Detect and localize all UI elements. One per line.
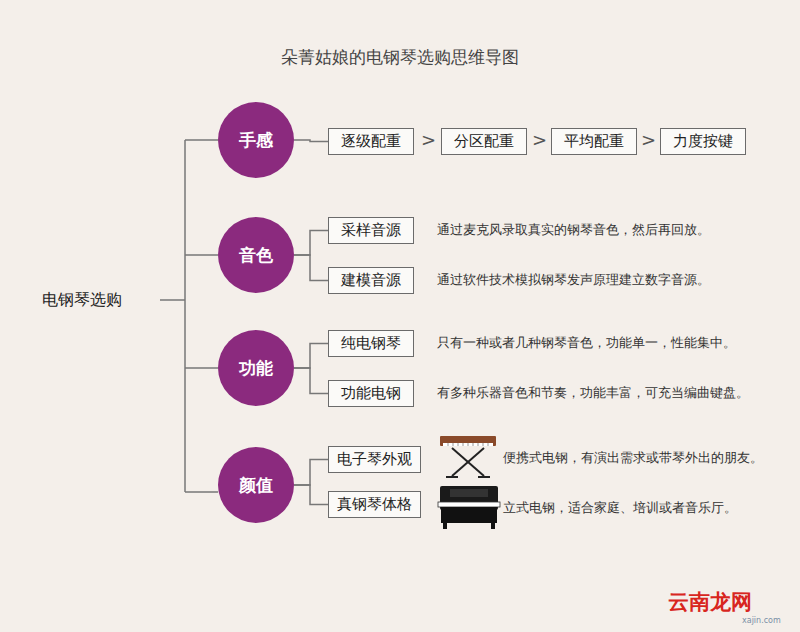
description-note: 通过麦克风录取真实的钢琴音色，然后再回放。 — [437, 222, 710, 239]
node-text: 逐级配重 — [341, 132, 401, 151]
node-text: 颜值 — [239, 474, 273, 497]
node-text: 纯电钢琴 — [341, 334, 401, 353]
watermark: xajin.com — [742, 616, 781, 625]
description-note: 有多种乐器音色和节奏，功能丰富，可充当编曲键盘。 — [437, 385, 749, 402]
node-text: 功能电钢 — [341, 384, 401, 403]
upright-piano-icon — [438, 486, 500, 529]
option-box: 力度按键 — [660, 128, 746, 155]
node-text: 力度按键 — [673, 132, 733, 151]
node-text: 平均配重 — [564, 132, 624, 151]
diagram-title: 朵菁姑娘的电钢琴选购思维导图 — [0, 46, 800, 69]
branch-connector — [294, 231, 328, 256]
option-box: 电子琴外观 — [328, 446, 421, 473]
description-note: 便携式电钢，有演出需求或带琴外出的朋友。 — [503, 450, 763, 467]
description-note: 通过软件技术模拟钢琴发声原理建立数字音源。 — [437, 272, 710, 289]
node-text: 电子琴外观 — [337, 450, 412, 469]
option-box: 纯电钢琴 — [328, 330, 414, 357]
order-symbol: > — [641, 129, 656, 150]
node-text: 音色 — [239, 244, 273, 267]
order-symbol: > — [532, 129, 547, 150]
branch-connector — [294, 255, 328, 281]
option-box: 分区配重 — [441, 128, 527, 155]
option-box: 逐级配重 — [328, 128, 414, 155]
node-text: 手感 — [239, 129, 273, 152]
watermark: 云南龙网 — [668, 588, 752, 616]
node-text: 真钢琴体格 — [337, 495, 412, 514]
option-box: 平均配重 — [551, 128, 637, 155]
order-symbol: > — [421, 129, 436, 150]
description-note: 只有一种或者几种钢琴音色，功能单一，性能集中。 — [437, 335, 736, 352]
description-note: 立式电钢，适合家庭、培训或者音乐厅。 — [503, 500, 737, 517]
node-text: 采样音源 — [341, 221, 401, 240]
option-box: 真钢琴体格 — [328, 491, 421, 518]
node-text: 功能 — [239, 357, 273, 380]
branch-connector — [294, 344, 328, 369]
option-box: 功能电钢 — [328, 380, 414, 407]
root-label: 电钢琴选购 — [42, 290, 122, 311]
topic-circle: 音色 — [218, 217, 294, 293]
keyboard-icon — [440, 436, 496, 477]
node-text: 建模音源 — [341, 271, 401, 290]
topic-circle: 功能 — [218, 330, 294, 406]
root-bracket — [160, 140, 218, 492]
topic-circle: 手感 — [218, 102, 294, 178]
branch-connector — [294, 485, 328, 505]
option-box: 建模音源 — [328, 267, 414, 294]
branch-connector — [294, 140, 328, 142]
topic-circle: 颜值 — [218, 447, 294, 523]
branch-connector — [294, 460, 328, 486]
branch-connector — [294, 368, 328, 394]
option-box: 采样音源 — [328, 217, 414, 244]
node-text: 分区配重 — [454, 132, 514, 151]
